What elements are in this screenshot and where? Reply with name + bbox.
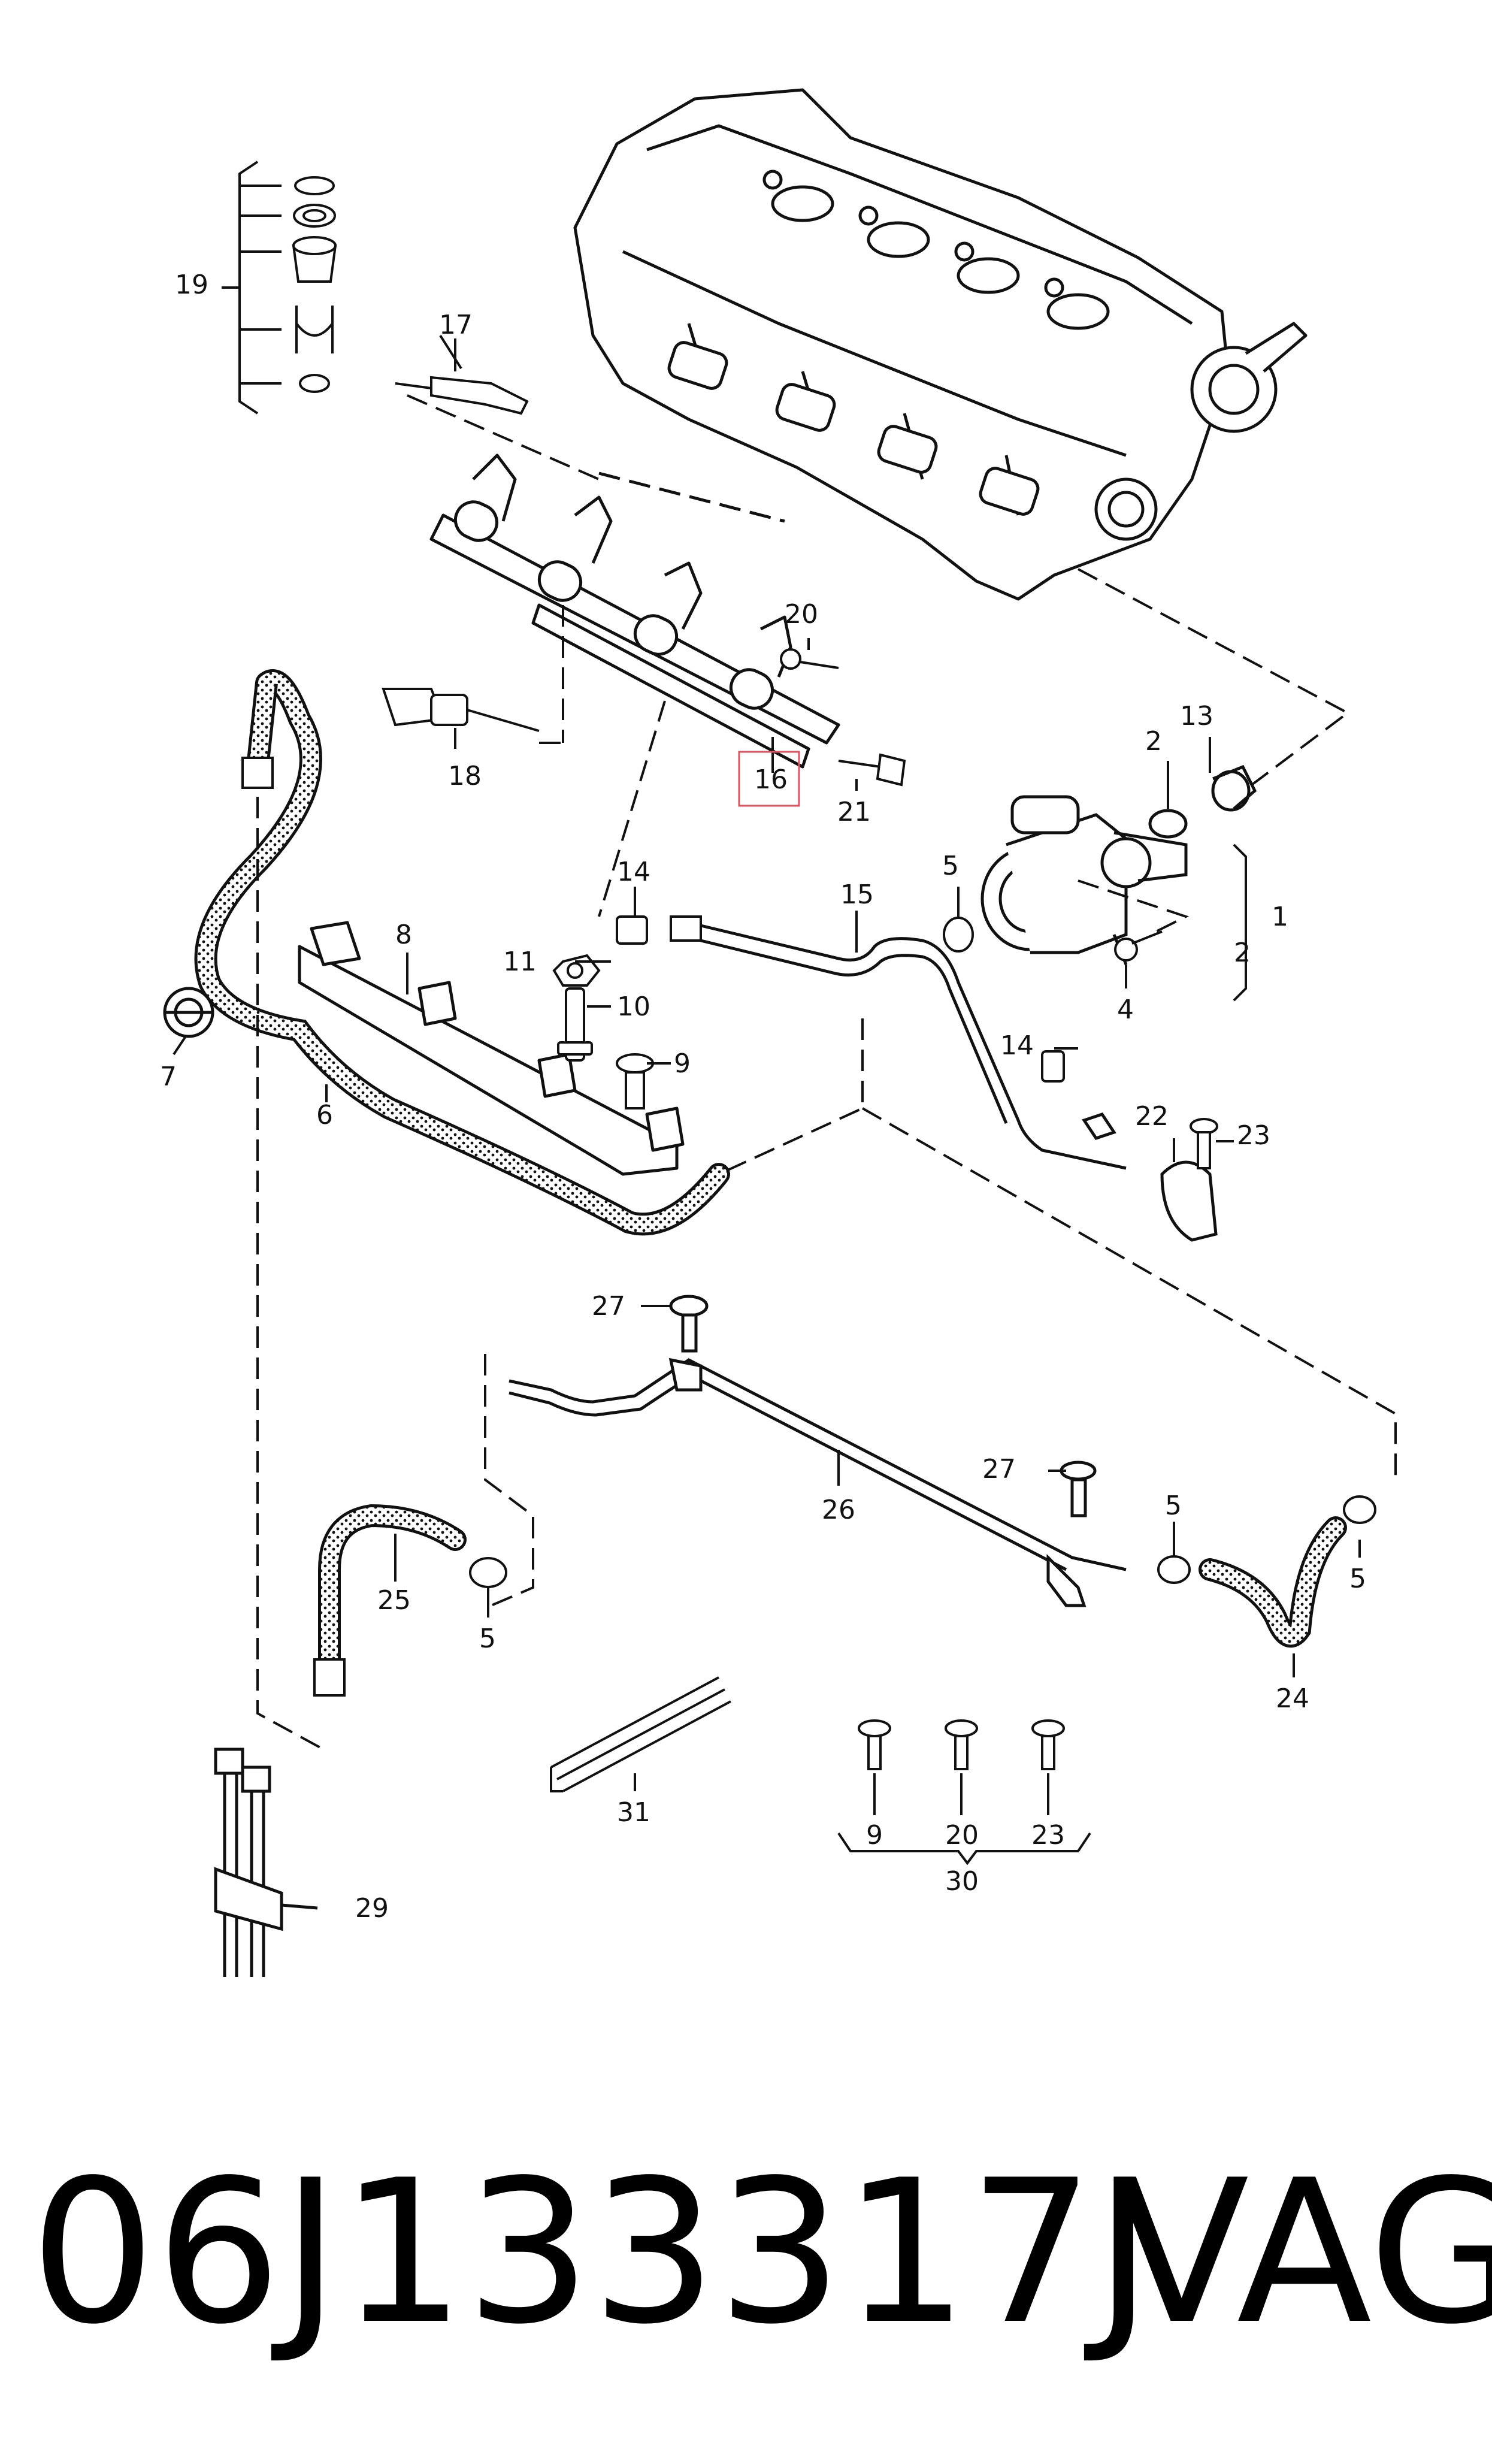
callout-15: 15	[840, 879, 874, 910]
callout-7: 7	[160, 1062, 177, 1092]
callout-17: 17	[439, 310, 473, 340]
callout-18: 18	[448, 761, 482, 791]
callout-26: 26	[822, 1495, 855, 1525]
seal-2	[1148, 809, 1188, 839]
bolt-kit-30	[837, 1719, 1091, 1866]
callout-5c: 5	[1349, 1564, 1366, 1594]
callout-27a: 27	[592, 1291, 625, 1322]
fuel-pipe-26	[509, 1295, 1127, 1607]
bolt-9	[616, 1053, 654, 1109]
union-14	[616, 915, 1065, 1083]
injector-seal-kit	[222, 161, 337, 415]
nut-11	[552, 954, 601, 987]
callout-30: 30	[945, 1866, 979, 1897]
callout-6: 6	[316, 1100, 333, 1130]
callout-2a: 2	[1145, 726, 1162, 757]
callout-4: 4	[1117, 994, 1134, 1025]
pressure-sensor-17	[395, 334, 600, 480]
callout-19: 19	[175, 270, 208, 300]
fuel-rail	[429, 454, 840, 769]
callout-31: 31	[617, 1797, 650, 1828]
callout-14a: 14	[617, 857, 650, 887]
callout-9b: 9	[866, 1820, 883, 1851]
callout-22: 22	[1135, 1101, 1169, 1132]
callout-23a: 23	[1237, 1120, 1270, 1151]
leader-lines	[256, 568, 1397, 1751]
exploded-parts-diagram: 19 17 20 18 16 21 13 2 5 14 15 1 2 8 11 …	[160, 88, 1397, 1977]
callout-1: 1	[1272, 902, 1288, 932]
high-pressure-pump	[980, 795, 1188, 965]
callout-16: 16	[754, 764, 788, 795]
callout-29: 29	[355, 1893, 389, 1924]
cable-tie-31	[550, 1676, 731, 1792]
clamp-22	[1160, 1160, 1218, 1242]
callout-20b: 20	[945, 1820, 979, 1851]
bolt-20	[780, 638, 839, 670]
stud-10	[557, 987, 593, 1062]
callout-13: 13	[1180, 701, 1213, 731]
callout-23b: 23	[1031, 1820, 1065, 1851]
fuel-line-assembly-29	[214, 1748, 318, 1977]
bolt-21	[838, 753, 906, 787]
part-number-caption: 06J133317J	[30, 2138, 1153, 2368]
callout-20: 20	[785, 599, 818, 630]
sleeve-7	[163, 987, 214, 1038]
cylinder-head	[573, 88, 1308, 601]
callout-8: 8	[395, 920, 412, 950]
callout-11: 11	[503, 947, 537, 977]
callout-5b: 5	[1165, 1491, 1182, 1521]
bolt-4	[1114, 930, 1163, 962]
callout-5d: 5	[479, 1623, 496, 1654]
callout-25: 25	[377, 1585, 411, 1616]
sensor-18	[382, 605, 564, 744]
callout-10: 10	[617, 991, 650, 1022]
label-leaders	[172, 338, 1361, 1815]
cup-13	[1211, 764, 1257, 812]
bolt-23	[1190, 1118, 1218, 1169]
brand-caption: VAG	[1114, 2138, 1492, 2368]
hose-clip-5	[943, 917, 974, 953]
callout-24: 24	[1276, 1683, 1309, 1714]
fuel-pipe-15	[670, 915, 1127, 1170]
callout-5a: 5	[942, 851, 959, 881]
callout-27b: 27	[982, 1454, 1016, 1485]
highlight-box-16	[738, 751, 800, 807]
bracket-8	[298, 921, 685, 1176]
callout-2b: 2	[1234, 938, 1251, 968]
callout-14b: 14	[1000, 1030, 1034, 1061]
callout-9a: 9	[674, 1048, 691, 1079]
callout-21: 21	[837, 797, 871, 827]
